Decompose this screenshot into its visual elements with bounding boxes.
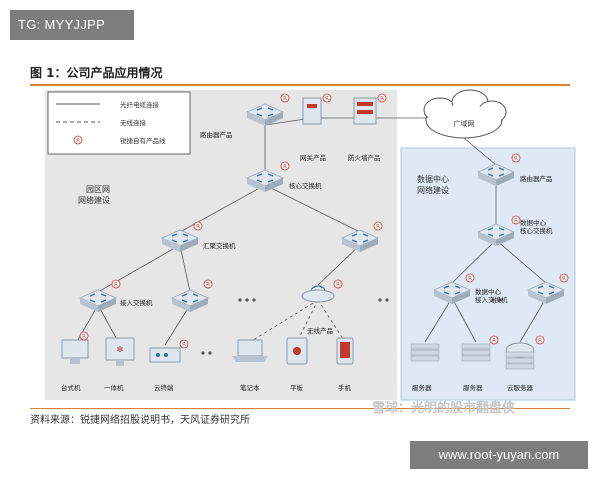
legend-r-mark [73, 135, 83, 145]
wireless-label: 无线产品 [307, 326, 333, 335]
firewall-icon [353, 93, 387, 125]
tablet-icon [286, 337, 308, 365]
dc-access-switch-label: 数据中心接入交换机 [475, 287, 508, 304]
server-2-label: 服务器 [463, 383, 483, 392]
watermark: 雪球：光明的股市翻盘侠 [372, 401, 516, 416]
svg-text:✻: ✻ [117, 345, 124, 354]
wireless-links [249, 299, 346, 343]
all-in-one-icon: ✻ [105, 337, 135, 366]
tg-badge: TG: MYYJJPP [10, 10, 134, 40]
wan-label: 广域网 [454, 119, 475, 128]
desktop-icon [61, 331, 89, 364]
phone-label: 手机 [338, 383, 352, 392]
title-divider [30, 84, 570, 86]
server-1-label: 服务器 [412, 383, 432, 392]
source-note: 资料来源：锐捷网络招股说明书，天风证券研究所 [30, 415, 250, 426]
links [74, 117, 547, 346]
cloud-server-icon [505, 335, 545, 370]
cloud-terminal-icon [149, 339, 189, 363]
tablet-label: 平板 [290, 383, 304, 392]
legend-fiber-label: 光纤电缆连接 [120, 100, 160, 109]
dc-core-switch-label: 数据中心核心交换机 [520, 218, 553, 235]
core-switch-label: 核心交换机 [289, 181, 322, 190]
cloud-terminal-label: 云终端 [154, 383, 174, 392]
gateway-label: 网关产品 [300, 153, 326, 162]
wireless-ap-icon [301, 279, 343, 303]
datacenter-zone-title: 数据中心网络建设 [417, 174, 449, 195]
legend-own-label: 锐捷自有产品线 [120, 136, 166, 145]
agg-switch-label: 汇聚交换机 [203, 241, 236, 250]
campus-zone-label: 园区网网络建设 [78, 185, 110, 205]
more-dots [201, 298, 502, 355]
laptop-label: 笔记本 [240, 383, 260, 392]
wan-cloud-icon [423, 89, 507, 139]
legend-box [47, 91, 191, 155]
legend-wireless-label: 无线连接 [120, 118, 147, 127]
router-label: 路由器产品 [200, 130, 233, 139]
firewall-label: 防火墙产品 [348, 153, 381, 162]
cloud-server-label: 云服务器 [507, 383, 534, 392]
server-1-icon [410, 343, 440, 362]
all-in-one-label: 一体机 [104, 383, 124, 392]
figure-title: 图 1：公司产品应用情况 [30, 66, 163, 80]
gateway-icon [302, 93, 332, 125]
phone-icon [336, 337, 354, 365]
desktop-label: 台式机 [61, 383, 81, 392]
url-badge: www.root-yuyan.com [410, 441, 588, 469]
source-divider [30, 408, 570, 409]
access-switch-label: 接入交换机 [120, 298, 153, 307]
laptop-icon [232, 339, 268, 362]
dc-router-label: 路由器产品 [520, 174, 553, 183]
